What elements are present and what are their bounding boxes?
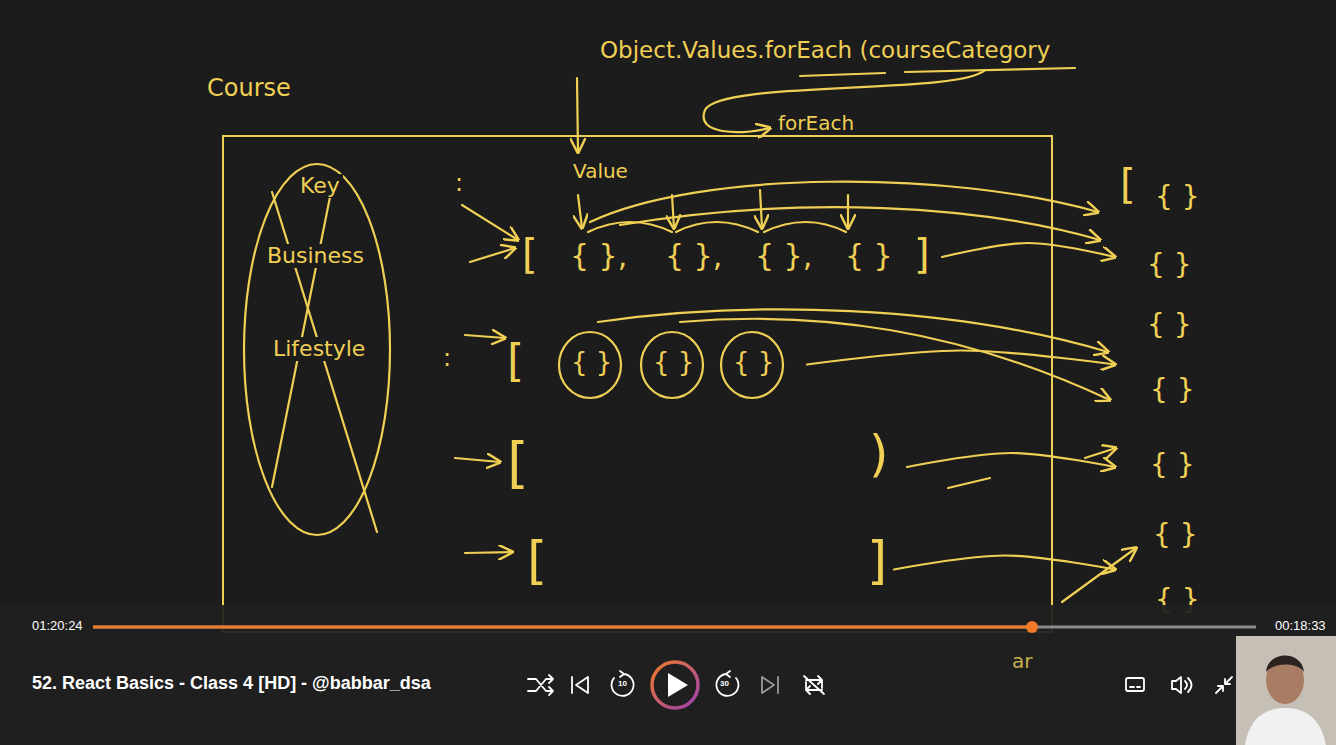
node-text: ) [869,427,889,482]
node-text: { }, [755,239,812,272]
code-note: Object.Values.forEach (courseCategory [600,38,1050,63]
value-array: [] [527,532,894,607]
pointer-arrow [1062,548,1136,602]
captions-icon [1126,678,1144,691]
progress-track [93,626,1256,629]
code-note: forEach [778,112,854,134]
progress-fill [93,626,1032,629]
progress-knob [1026,621,1038,633]
node-text: ] [914,232,930,276]
node-text: { } [571,348,612,377]
node-text: { } [1153,520,1198,551]
course-frame: CourseKeyBusinessLifestyle[{ },{ },{ },{… [222,135,1053,633]
presenter-hair [1266,656,1304,673]
play-icon [668,673,688,697]
value-array: [) [507,427,907,507]
down-arrow [577,78,578,152]
presenter-body [1245,708,1326,745]
node-text: [ [1120,162,1136,206]
flow-arc [598,309,1108,352]
value-array: [ { }, { }, { }, { }] [522,227,942,287]
skip-seconds: 30 [720,680,729,689]
node-text: { } [653,348,694,377]
pointer-arrow [455,458,500,462]
pointer-arrow [465,335,505,338]
rewind-icon [612,671,634,696]
repeat-off-icon [804,676,824,694]
node-text: { } [1150,375,1195,406]
player-background [0,605,1336,745]
object-circle: { } [639,330,705,400]
cross-out-line [272,192,377,532]
node-text: { } [845,239,893,272]
webcam-thumbnail [1236,636,1336,745]
node-text: Key [297,174,343,198]
ellipse-outline [244,164,390,535]
pointer-arrow [462,205,518,240]
hop-arc [676,222,758,232]
flow-arc [590,182,1098,222]
elapsed-time: 01:20:24 [32,619,83,633]
dash-mark [948,478,990,488]
node-text: { } [1155,182,1200,213]
node-text: { } [733,348,774,377]
value-array: [ { } { } { } [507,322,807,407]
node-text: Business [264,244,367,268]
flow-connector [807,351,1115,365]
circle-outline [559,332,621,398]
frame-heading: Course [207,75,291,101]
node-text: Lifestyle [270,337,368,361]
circle-outline [721,332,783,398]
down-arrow [578,195,582,228]
flow-connector [894,556,1115,570]
circle-outline [641,332,703,398]
node-text: { } [1147,310,1192,341]
underline [800,73,885,76]
node-text: { } [1150,450,1195,481]
colon-mark: : [443,345,451,371]
pointer-arrow [465,552,512,553]
previous-icon [572,677,588,693]
shrink-icon [1216,677,1232,693]
flow-arc [620,207,1100,240]
video-title: 52. React Basics - Class 4 [HD] - @babba… [32,674,431,694]
flow-arc [680,319,1110,400]
presenter-face [1266,656,1304,704]
pointer-arrow [1085,448,1116,458]
object-circle: { } [557,330,623,400]
down-arrow [847,195,849,228]
remaining-time: 00:18:33 [1275,619,1326,633]
play-ring [652,662,698,708]
shuffle-icon [528,675,553,695]
result-array: [{ }{ }{ }{ }{ }{ }{ } [1115,160,1210,630]
node-text: ] [867,532,887,589]
node-text: [ [507,337,524,385]
node-text: { }, [570,239,627,272]
pointer-arrow [470,248,515,262]
node-text: [ [507,432,529,494]
node-text: [ [527,532,547,589]
node-text: { }, [665,239,722,272]
column-heading: Value [573,160,628,182]
next-icon [762,677,778,693]
object-circle: { } [719,330,785,400]
flow-connector [907,453,1115,467]
underline [905,68,1075,72]
hop-arc [764,222,846,232]
node-text: [ [522,232,538,276]
flow-connector [942,243,1115,257]
sketch-note: ar [1012,650,1032,672]
captions-icon [1130,686,1140,688]
key-ellipse: KeyBusinessLifestyle [242,162,392,537]
forward-icon [716,671,738,696]
down-arrow [672,195,674,228]
skip-seconds: 10 [618,680,627,689]
node-text: { } [1147,250,1192,281]
colon-mark: : [455,170,463,196]
volume-icon [1172,677,1192,693]
